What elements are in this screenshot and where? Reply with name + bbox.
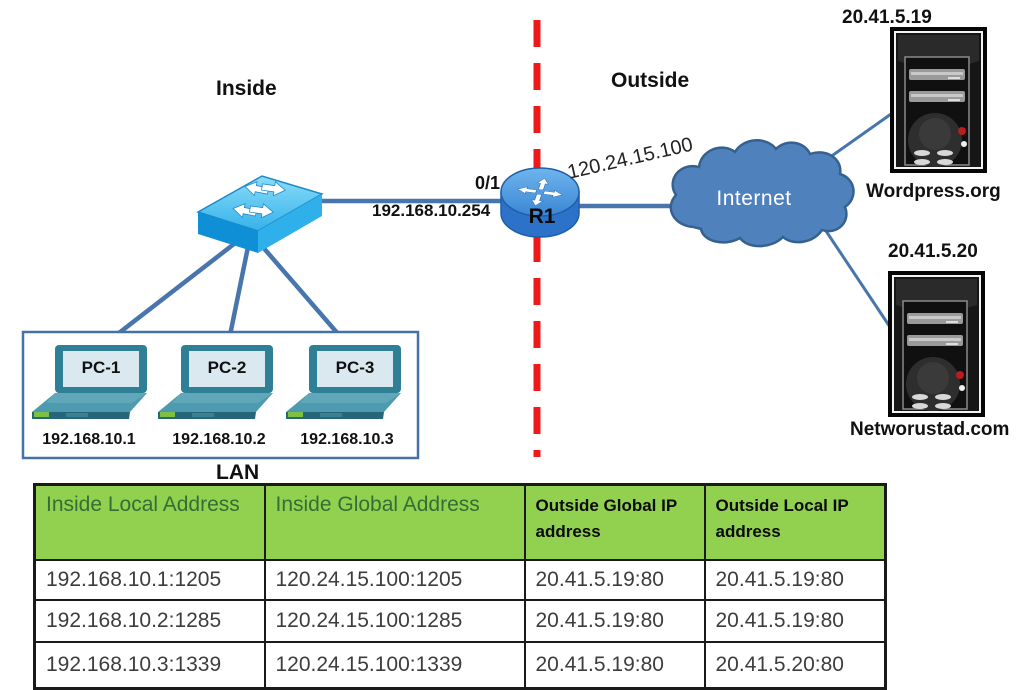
cell-inside-local: 192.168.10.1:1205 [33,559,266,601]
cell-outside-global: 20.41.5.19:80 [523,599,706,643]
server2-name-label: Networustad.com [850,419,1010,440]
cell-inside-global: 120.24.15.100:1205 [263,559,526,601]
router-port-label: 0/1 [474,173,500,193]
cloud-server2-link [818,221,894,331]
pc1-name-label: PC-1 [81,358,121,377]
header-inside-local: Inside Local Address [33,483,266,561]
cell-inside-local: 192.168.10.2:1285 [33,599,266,643]
server2-ip-label: 20.41.5.20 [888,241,978,262]
router-lan-ip-label: 192.168.10.254 [372,201,491,220]
inside-zone-label: Inside [216,77,277,100]
pc1-ip-label: 192.168.10.1 [42,431,136,448]
cell-outside-local: 20.41.5.19:80 [703,599,887,643]
internet-label: Internet [716,187,792,210]
server2-tower-icon [887,270,986,418]
nat-translation-table: Inside Local Address Inside Global Addre… [33,483,887,690]
lan-label: LAN [216,461,260,484]
table-row: 192.168.10.3:1339 120.24.15.100:1339 20.… [33,641,887,690]
cell-inside-global: 120.24.15.100:1285 [263,599,526,643]
cell-outside-global: 20.41.5.19:80 [523,641,706,690]
nat-table-header-row: Inside Local Address Inside Global Addre… [33,483,887,561]
table-row: 192.168.10.1:1205 120.24.15.100:1205 20.… [33,559,887,601]
internet-cloud [669,139,855,248]
cell-inside-global: 120.24.15.100:1339 [263,641,526,690]
router-name-label: R1 [528,205,556,228]
cell-outside-global: 20.41.5.19:80 [523,559,706,601]
outside-zone-label: Outside [611,69,690,92]
cell-outside-local: 20.41.5.19:80 [703,559,887,601]
pc2-name-label: PC-2 [207,358,247,377]
pc3-ip-label: 192.168.10.3 [300,431,394,448]
server1-tower-icon [889,26,988,174]
server1-ip-label: 20.41.5.19 [842,7,932,28]
cloud-server1-link [825,105,902,162]
switch-icon [196,175,324,253]
header-outside-global: Outside Global IP address [523,483,706,561]
table-row: 192.168.10.2:1285 120.24.15.100:1285 20.… [33,599,887,643]
cell-inside-local: 192.168.10.3:1339 [33,641,266,690]
header-inside-global: Inside Global Address [263,483,526,561]
cell-outside-local: 20.41.5.20:80 [703,641,887,690]
pc3-name-label: PC-3 [335,358,375,377]
header-outside-local: Outside Local IP address [703,483,887,561]
router-icon [500,167,580,238]
server1-name-label: Wordpress.org [866,181,1001,202]
pc2-ip-label: 192.168.10.2 [172,431,266,448]
